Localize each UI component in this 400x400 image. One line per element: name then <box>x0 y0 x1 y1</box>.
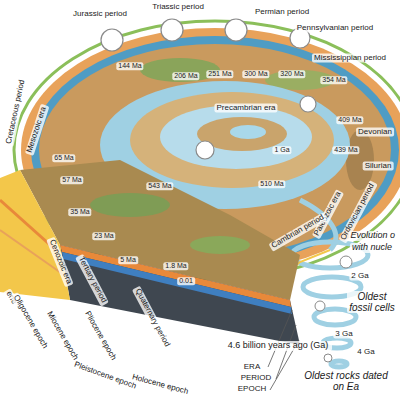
age-label: 510 Ma <box>258 180 285 188</box>
fossil-circle <box>300 96 316 112</box>
inner-terrain <box>130 92 334 188</box>
inner-core <box>230 125 266 139</box>
age-label: 206 Ma <box>172 72 199 80</box>
fossil-circle <box>324 354 332 362</box>
terrain-patch <box>190 236 250 254</box>
era-label: Mesozoic era <box>25 104 49 156</box>
period-stripe <box>60 245 291 307</box>
period-label: Mississippian period <box>312 54 388 63</box>
age-label: 1 Ga <box>272 146 291 154</box>
era-label: Paleozoic era <box>312 189 344 239</box>
period-label: Jurassic period <box>71 10 129 19</box>
note-label: Oldest rocks dated on Ea <box>302 370 390 392</box>
fossil-circle <box>225 19 247 41</box>
fossil-circle <box>340 256 352 268</box>
epoch-label: Pliocene epoch <box>82 308 119 363</box>
age-label: 354 Ma <box>320 76 347 84</box>
period-label: Devonian <box>356 128 394 137</box>
age-label: 251 Ma <box>206 70 233 78</box>
age-label: 144 Ma <box>116 62 143 70</box>
period-label: Pennsylvanian period <box>295 24 376 33</box>
epoch-label: Oligocene epoch <box>10 292 50 352</box>
period-label: Triassic period <box>150 3 206 12</box>
note-label: Evolution o <box>348 231 397 241</box>
note-label: with nucle <box>350 243 394 253</box>
age-label: 65 Ma <box>52 154 75 162</box>
era-stripe <box>62 252 292 314</box>
inner-water <box>160 105 312 169</box>
period-label: Permian period <box>253 8 311 17</box>
age-label: 23 Ma <box>92 232 115 240</box>
age-label: 2 Ga <box>349 272 370 281</box>
period-label: Cretaceous period <box>4 77 27 147</box>
period-label: Silurian <box>363 162 394 171</box>
age-label: 5 Ma <box>118 256 138 264</box>
age-label: 543 Ma <box>146 182 173 190</box>
age-label: 439 Ma <box>332 146 359 154</box>
epoch-label: Pleistocene epoch <box>71 360 139 392</box>
age-label: 320 Ma <box>278 70 305 78</box>
era-label: Cenozoic era <box>46 237 73 288</box>
key-label: PERIOD <box>239 374 274 383</box>
age-label: 1.8 Ma <box>163 262 188 270</box>
key-label: EPOCH <box>236 385 268 394</box>
fossil-circle <box>161 19 183 41</box>
era-label: Precambrian era <box>214 104 277 113</box>
fossil-circle <box>101 29 123 51</box>
terrain-patch <box>90 193 170 217</box>
tail-turn <box>331 361 347 367</box>
age-label: 0.01 <box>177 277 195 285</box>
fossil-circle <box>196 141 214 159</box>
block-left-face <box>0 170 70 300</box>
fossil-circle <box>315 301 325 311</box>
age-label: 3 Ga <box>333 330 354 339</box>
epoch-label: Miocene epoch <box>44 309 81 364</box>
period-label: Tertiary period <box>75 254 108 306</box>
age-label: 300 Ma <box>242 70 269 78</box>
key-label: ERA <box>242 363 262 372</box>
note-label: 4.6 billion years ago (Ga) <box>224 341 332 351</box>
age-label: 35 Ma <box>68 208 91 216</box>
note-label: Oldest fossil cells <box>347 291 397 313</box>
period-label: Quaternary period <box>132 286 172 351</box>
age-label: 409 Ma <box>336 116 363 124</box>
age-label: 57 Ma <box>60 176 83 184</box>
leader-line <box>276 325 296 379</box>
age-label: 4 Ga <box>355 348 376 357</box>
